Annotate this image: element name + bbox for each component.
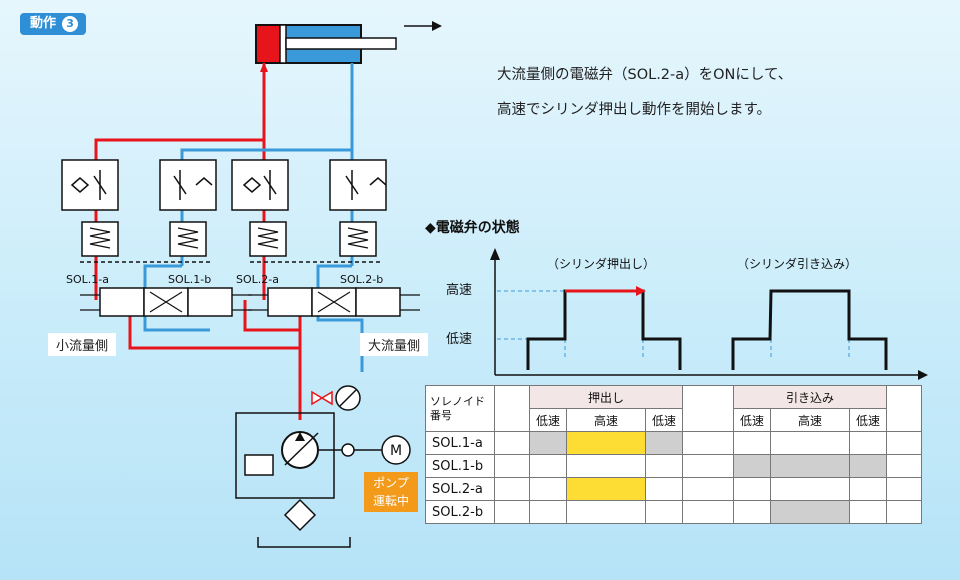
table-row: SOL.2-a	[425, 477, 922, 501]
state-cell	[529, 454, 567, 478]
state-cell	[849, 477, 887, 501]
state-cell	[682, 431, 734, 455]
state-cell	[886, 454, 922, 478]
table-corner-line-2: 番号	[430, 408, 452, 422]
row-label: SOL.2-b	[425, 500, 495, 524]
subhead-retract-high: 高速	[770, 408, 850, 432]
description-line-2: 高速でシリンダ押出し動作を開始します。	[497, 102, 772, 118]
step-badge-label: 動作	[30, 16, 57, 31]
group-push: 押出し	[529, 385, 683, 409]
state-cell	[566, 431, 646, 455]
state-cell	[529, 431, 567, 455]
guide-lines	[497, 290, 850, 358]
state-cell	[494, 500, 530, 524]
subhead-push-low-2: 低速	[645, 408, 683, 432]
state-cell	[682, 500, 734, 524]
large-flow-label: 大流量側	[360, 333, 429, 356]
state-cell	[494, 454, 530, 478]
state-cell	[886, 431, 922, 455]
state-cell	[645, 431, 683, 455]
state-cell	[886, 477, 922, 501]
state-cell	[566, 500, 646, 524]
row-label: SOL.1-b	[425, 454, 495, 478]
table-row: SOL.1-a	[425, 431, 922, 455]
sol-2a-label: SOL.2-a	[236, 273, 279, 286]
table-corner: ソレノイド 番号	[425, 385, 495, 432]
pump-unit: M	[235, 412, 411, 548]
sol-1a-label: SOL.1-a	[66, 273, 109, 286]
state-cell	[645, 477, 683, 501]
description-line-1: 大流量側の電磁弁（SOL.2-a）をONにして、	[497, 67, 793, 83]
pump-status-badge: ポンプ 運転中	[364, 472, 418, 512]
state-cell	[733, 477, 771, 501]
pressure-gauge	[311, 385, 361, 411]
subhead-push-high: 高速	[566, 408, 646, 432]
sol-2b-label: SOL.2-b	[340, 273, 383, 286]
table-row: SOL.2-b	[425, 500, 922, 524]
row-label: SOL.2-a	[425, 477, 495, 501]
y-label-low: 低速	[446, 332, 472, 347]
row-label: SOL.1-a	[425, 431, 495, 455]
annotation-push: （シリンダ押出し）	[547, 256, 655, 271]
subhead-retract-low-2: 低速	[849, 408, 887, 432]
state-cell	[770, 454, 850, 478]
step-badge: 動作 3	[20, 13, 87, 35]
step-number: 3	[62, 16, 79, 32]
sol-1b-label: SOL.1-b	[168, 273, 211, 286]
table-corner-line-1: ソレノイド	[430, 394, 485, 408]
state-cell	[645, 454, 683, 478]
state-cell	[566, 477, 646, 501]
state-cell	[770, 500, 850, 524]
cylinder-port-arrow	[260, 62, 268, 72]
motor-label: M	[390, 443, 402, 459]
series-paths	[526, 286, 888, 370]
state-cell	[645, 500, 683, 524]
state-cell	[849, 431, 887, 455]
small-flow-label: 小流量側	[48, 333, 117, 356]
state-cell	[770, 431, 850, 455]
state-cell	[529, 500, 567, 524]
state-cell	[849, 500, 887, 524]
flow-control-valves	[61, 159, 387, 211]
highlight-arrow	[636, 286, 646, 296]
pump-status-line-1: ポンプ	[373, 476, 409, 490]
state-cell	[529, 477, 567, 501]
state-cell	[494, 431, 530, 455]
state-cell	[494, 477, 530, 501]
subhead-retract-low-1: 低速	[733, 408, 771, 432]
state-line	[526, 289, 888, 370]
chart-title: ◆電磁弁の状態	[425, 219, 520, 236]
description: 大流量側の電磁弁（SOL.2-a）をONにして、 高速でシリンダ押出し動作を開始…	[497, 58, 917, 128]
pilot-springs	[81, 221, 377, 257]
state-cell	[733, 454, 771, 478]
y-label-high: 高速	[446, 282, 472, 298]
state-cell	[566, 454, 646, 478]
table-row: SOL.1-b	[425, 454, 922, 478]
solenoid-state-table: ソレノイド 番号 押出し 引き込み 低速 高速 低速 低速 高速 低速 SOL.…	[425, 385, 922, 524]
directional-valves	[80, 287, 420, 317]
state-cell	[849, 454, 887, 478]
cylinder	[255, 21, 442, 64]
state-cell	[733, 431, 771, 455]
pump-status-line-2: 運転中	[372, 494, 409, 508]
group-retract: 引き込み	[733, 385, 887, 409]
state-cell	[770, 477, 850, 501]
subhead-push-low-1: 低速	[529, 408, 567, 432]
state-cell	[682, 454, 734, 478]
state-cell	[886, 500, 922, 524]
state-cell	[682, 477, 734, 501]
annotation-retract: （シリンダ引き込み）	[737, 256, 857, 271]
state-cell	[733, 500, 771, 524]
